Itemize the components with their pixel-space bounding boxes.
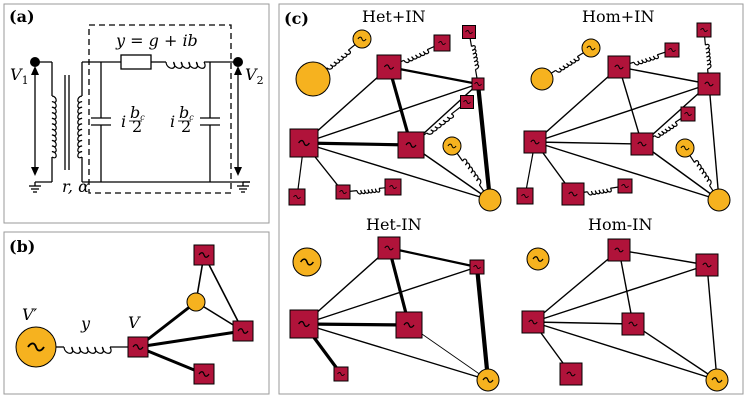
svg-text:bc: bc (179, 103, 194, 122)
title-het-in: Het+IN (362, 7, 426, 26)
shunt-fraction-left: bc 2 (129, 103, 145, 136)
inductor-coil-icon (705, 43, 712, 70)
network-edge (303, 83, 479, 144)
admittance-label: y = g + ib (115, 31, 198, 50)
generator-node-icon (478, 188, 502, 212)
inductor-coil-icon (326, 49, 352, 70)
network-edge (618, 249, 634, 325)
network-edge (474, 266, 491, 381)
network-edge (303, 266, 478, 325)
panel-b: (b) V′ y V (3, 231, 270, 395)
terminal-v2 (233, 57, 243, 67)
network-edge (618, 66, 710, 85)
network-edge (534, 141, 643, 145)
panel-b-label: (b) (9, 237, 35, 256)
inductor-coil-icon (693, 160, 712, 186)
shunt-label-left: i (121, 112, 126, 131)
v-label: V (128, 313, 141, 332)
panel-c: (c) Het+IN Hom+IN Het-IN Hom-IN (278, 3, 744, 395)
network-edge (632, 323, 718, 381)
inductor-coil-icon (555, 56, 580, 73)
inductor-coil-icon (403, 49, 430, 64)
inductor-coil-icon (165, 61, 206, 69)
vprime-label: V′ (22, 305, 38, 324)
network-edge (618, 249, 708, 266)
panel-a: (a) V1 r, α y = g + ib (3, 3, 270, 224)
network-edge (534, 66, 620, 143)
generator-node-icon (707, 188, 731, 212)
network-edge (303, 323, 489, 381)
network-edge (532, 264, 708, 323)
inductor-coil-icon (654, 121, 678, 138)
y-label: y (80, 314, 91, 333)
network-edge (618, 66, 643, 145)
network-edge (388, 65, 479, 86)
panel-c-label: (c) (284, 9, 309, 28)
svg-text:2: 2 (132, 117, 142, 136)
inductor-coil-icon (426, 113, 455, 135)
inductor-coil-icon (586, 187, 612, 196)
inductor-coil-icon (462, 158, 482, 186)
title-het-noin: Het-IN (366, 215, 422, 234)
network-edge (534, 83, 710, 143)
network-edge (532, 321, 718, 381)
transformer-label: r, α (62, 177, 89, 196)
generator-node-icon (186, 292, 206, 312)
title-hom-noin: Hom-IN (588, 215, 652, 234)
v2-label: V2 (245, 65, 264, 87)
line-model-box (88, 24, 232, 194)
network-edge (532, 321, 634, 325)
ground-icon (237, 182, 249, 193)
network-edge (708, 83, 720, 201)
shunt-fraction-right: bc 2 (178, 103, 194, 136)
inductor-coil-icon (356, 188, 381, 195)
network-edge (641, 143, 720, 201)
resistor-icon (120, 54, 152, 70)
ground-icon (29, 182, 41, 193)
network-edge (303, 142, 491, 201)
network-edge (303, 141, 412, 147)
network-edge (388, 246, 478, 269)
network-edge (532, 249, 620, 323)
network-edge (706, 264, 718, 381)
inductor-coil-icon (633, 54, 660, 66)
svg-text:bc: bc (130, 103, 145, 122)
network-edge (475, 83, 493, 201)
panel-a-label: (a) (9, 7, 35, 26)
generator-node-icon (530, 67, 554, 91)
inductor-coil-icon (471, 45, 480, 71)
transformer-icon (51, 75, 83, 170)
inductor-coil-icon (63, 346, 112, 354)
network-edge (534, 141, 720, 201)
svg-text:2: 2 (181, 117, 191, 136)
network-edge (303, 322, 410, 327)
title-hom-in: Hom+IN (582, 7, 654, 26)
v1-label: V1 (10, 65, 29, 87)
shunt-label-right: i (170, 112, 175, 131)
generator-node-icon (295, 61, 331, 97)
